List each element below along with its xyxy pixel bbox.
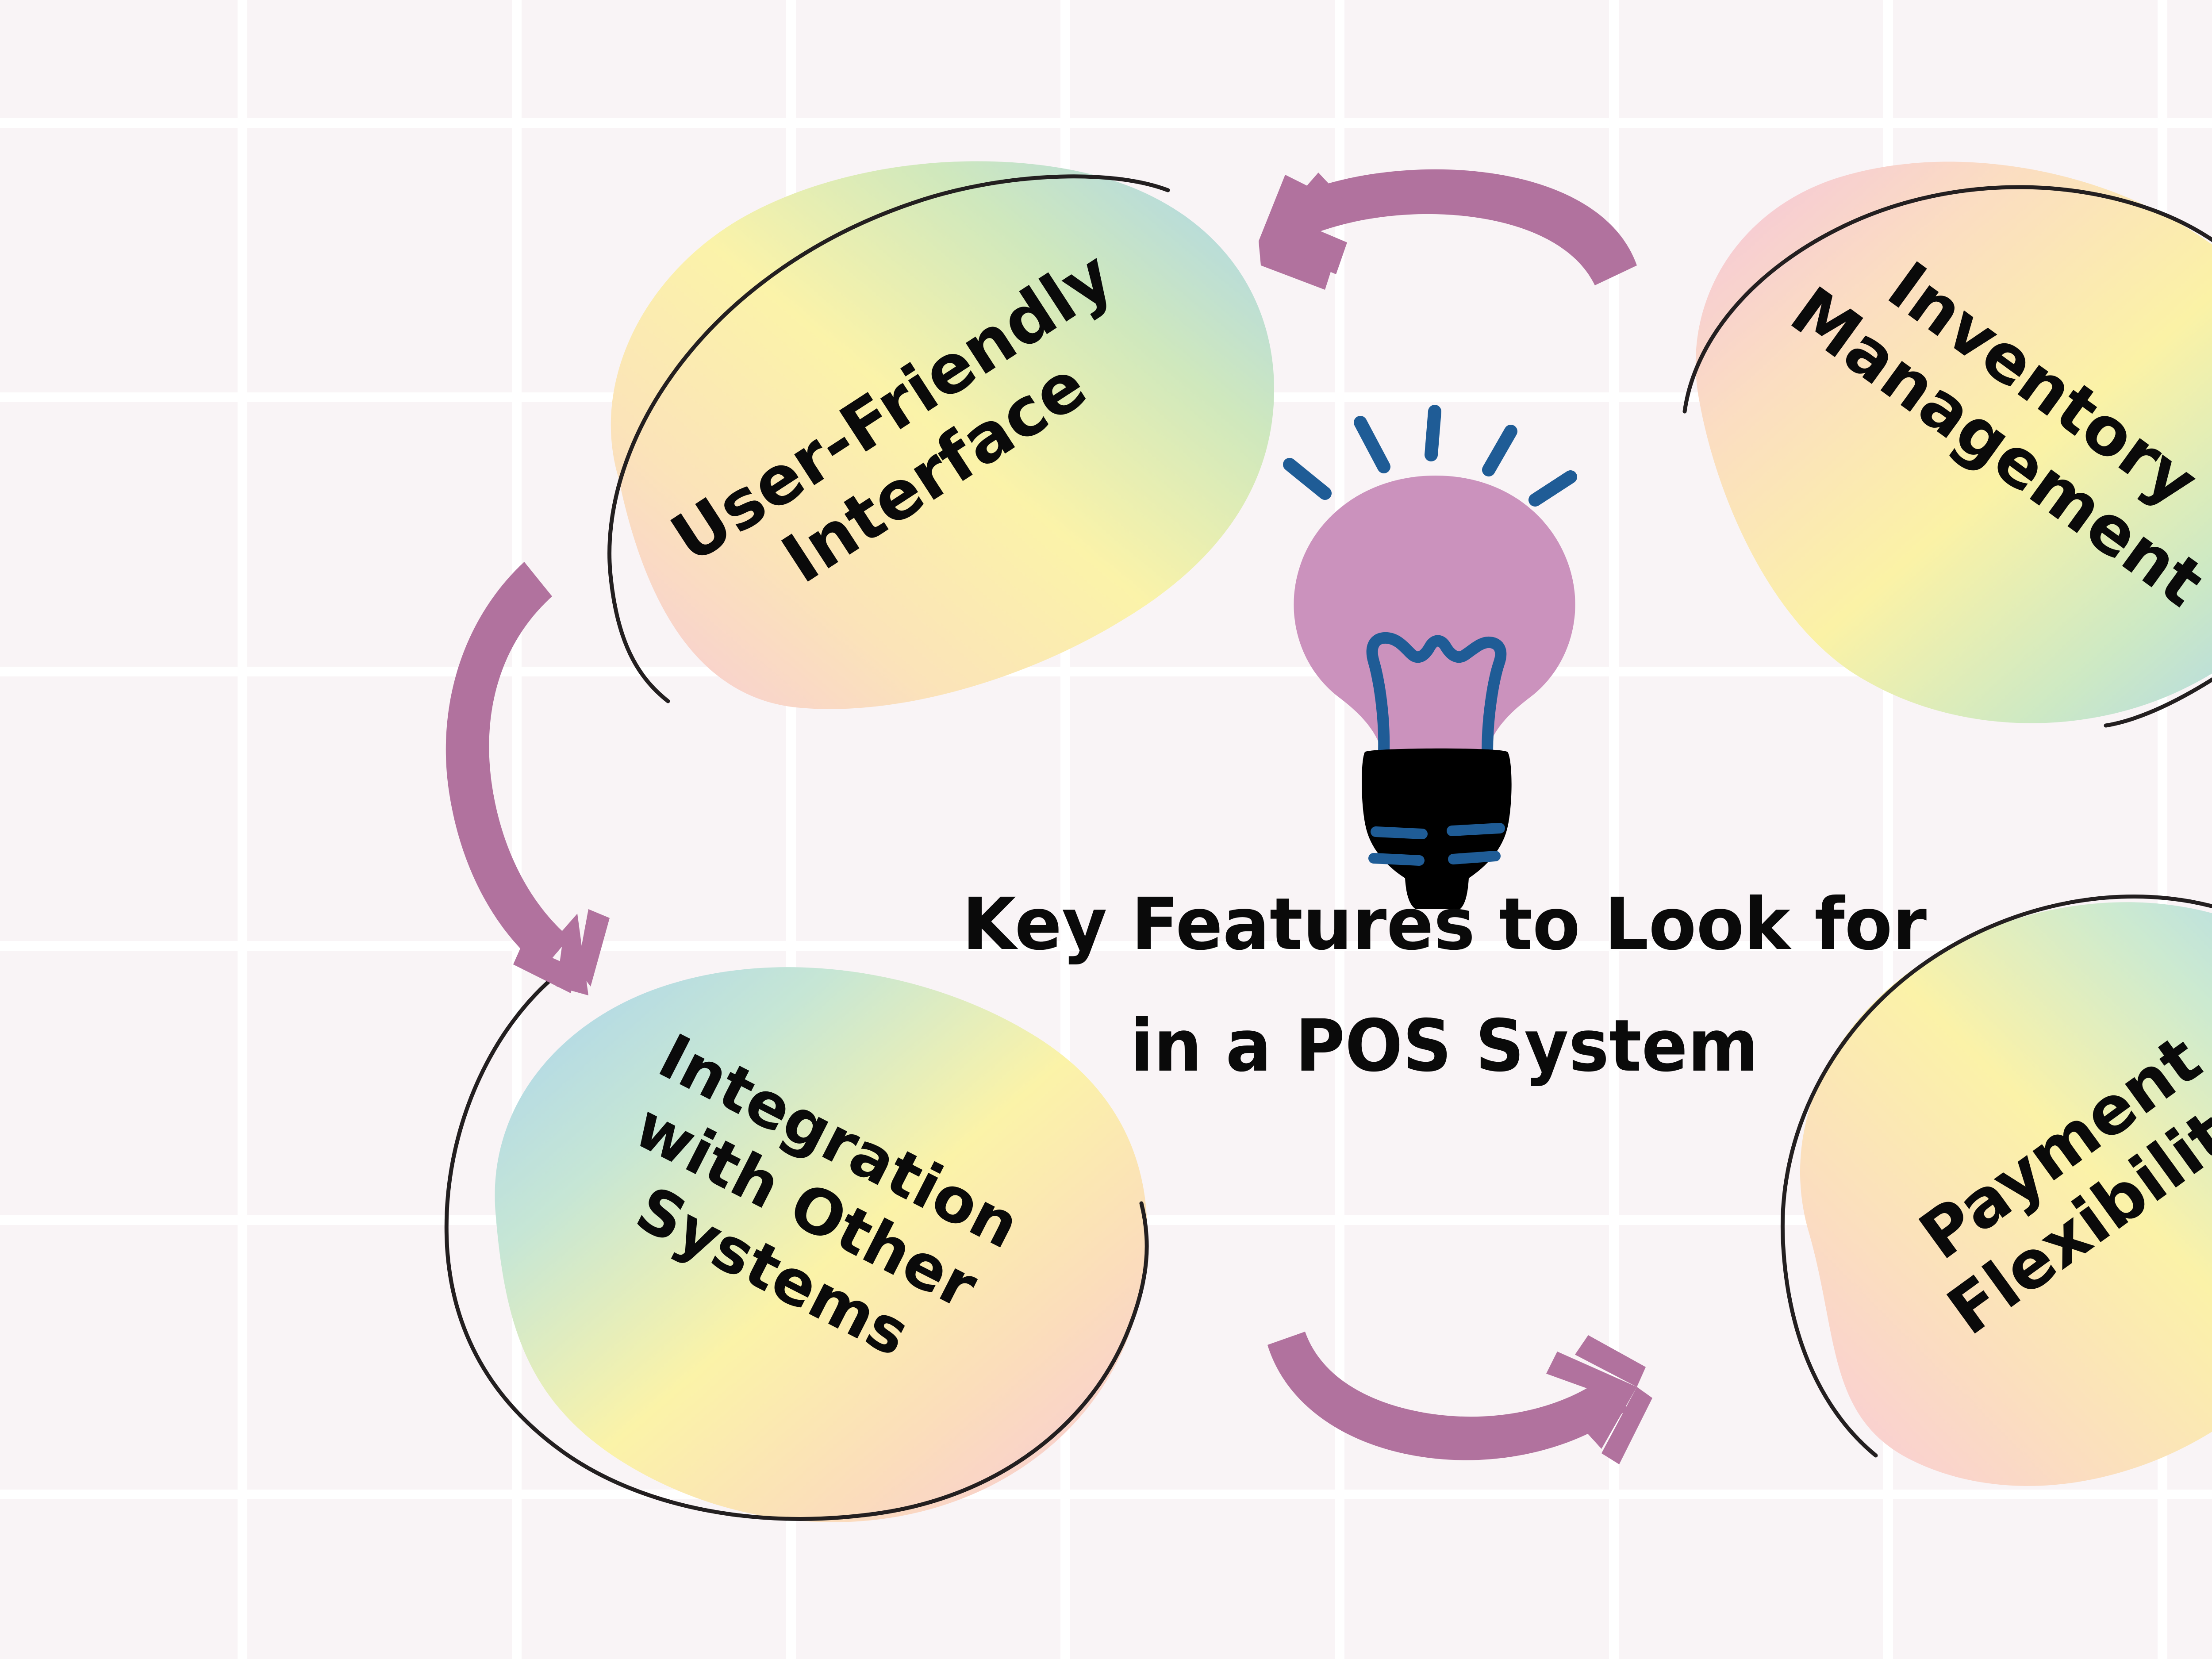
title-line-2: in a POS System (1130, 1005, 1759, 1088)
blob-outline-top-left (607, 174, 1170, 703)
lightbulb-rays (1283, 405, 1577, 507)
node-payment-flexibility[interactable]: Payment Flexibility (1780, 895, 2212, 1486)
title-line-1: Key Features to Look for (962, 883, 1927, 966)
blob-shape-bottom-left (495, 967, 1148, 1522)
lightbulb-icon (1283, 405, 1577, 909)
arrow-top (1259, 169, 1637, 290)
lightbulb-filament (1366, 632, 1507, 758)
arrow-bottom (1267, 1332, 1652, 1464)
blob-outline-top-right (1682, 185, 2212, 728)
blob-outline-bottom-left (444, 967, 1149, 1521)
blob-shape-top-right (1695, 161, 2212, 723)
arrow-left (445, 562, 610, 995)
lightbulb-base (1362, 748, 1512, 909)
blob-outline-bottom-right (1780, 895, 2212, 1458)
node-user-friendly-interface[interactable]: User-Friendly Interface (607, 161, 1274, 709)
node-inventory-management[interactable]: Inventory Management (1682, 161, 2212, 728)
lightbulb-base-threads (1368, 823, 1505, 866)
node-integration-with-other-systems[interactable]: Integration with Other Systems (444, 967, 1149, 1522)
blob-shape-top-left (611, 161, 1274, 709)
page-title: Key Features to Look for in a POS System (962, 883, 1927, 1088)
blob-shape-bottom-right (1800, 902, 2212, 1486)
lightbulb-glass (1294, 476, 1575, 754)
